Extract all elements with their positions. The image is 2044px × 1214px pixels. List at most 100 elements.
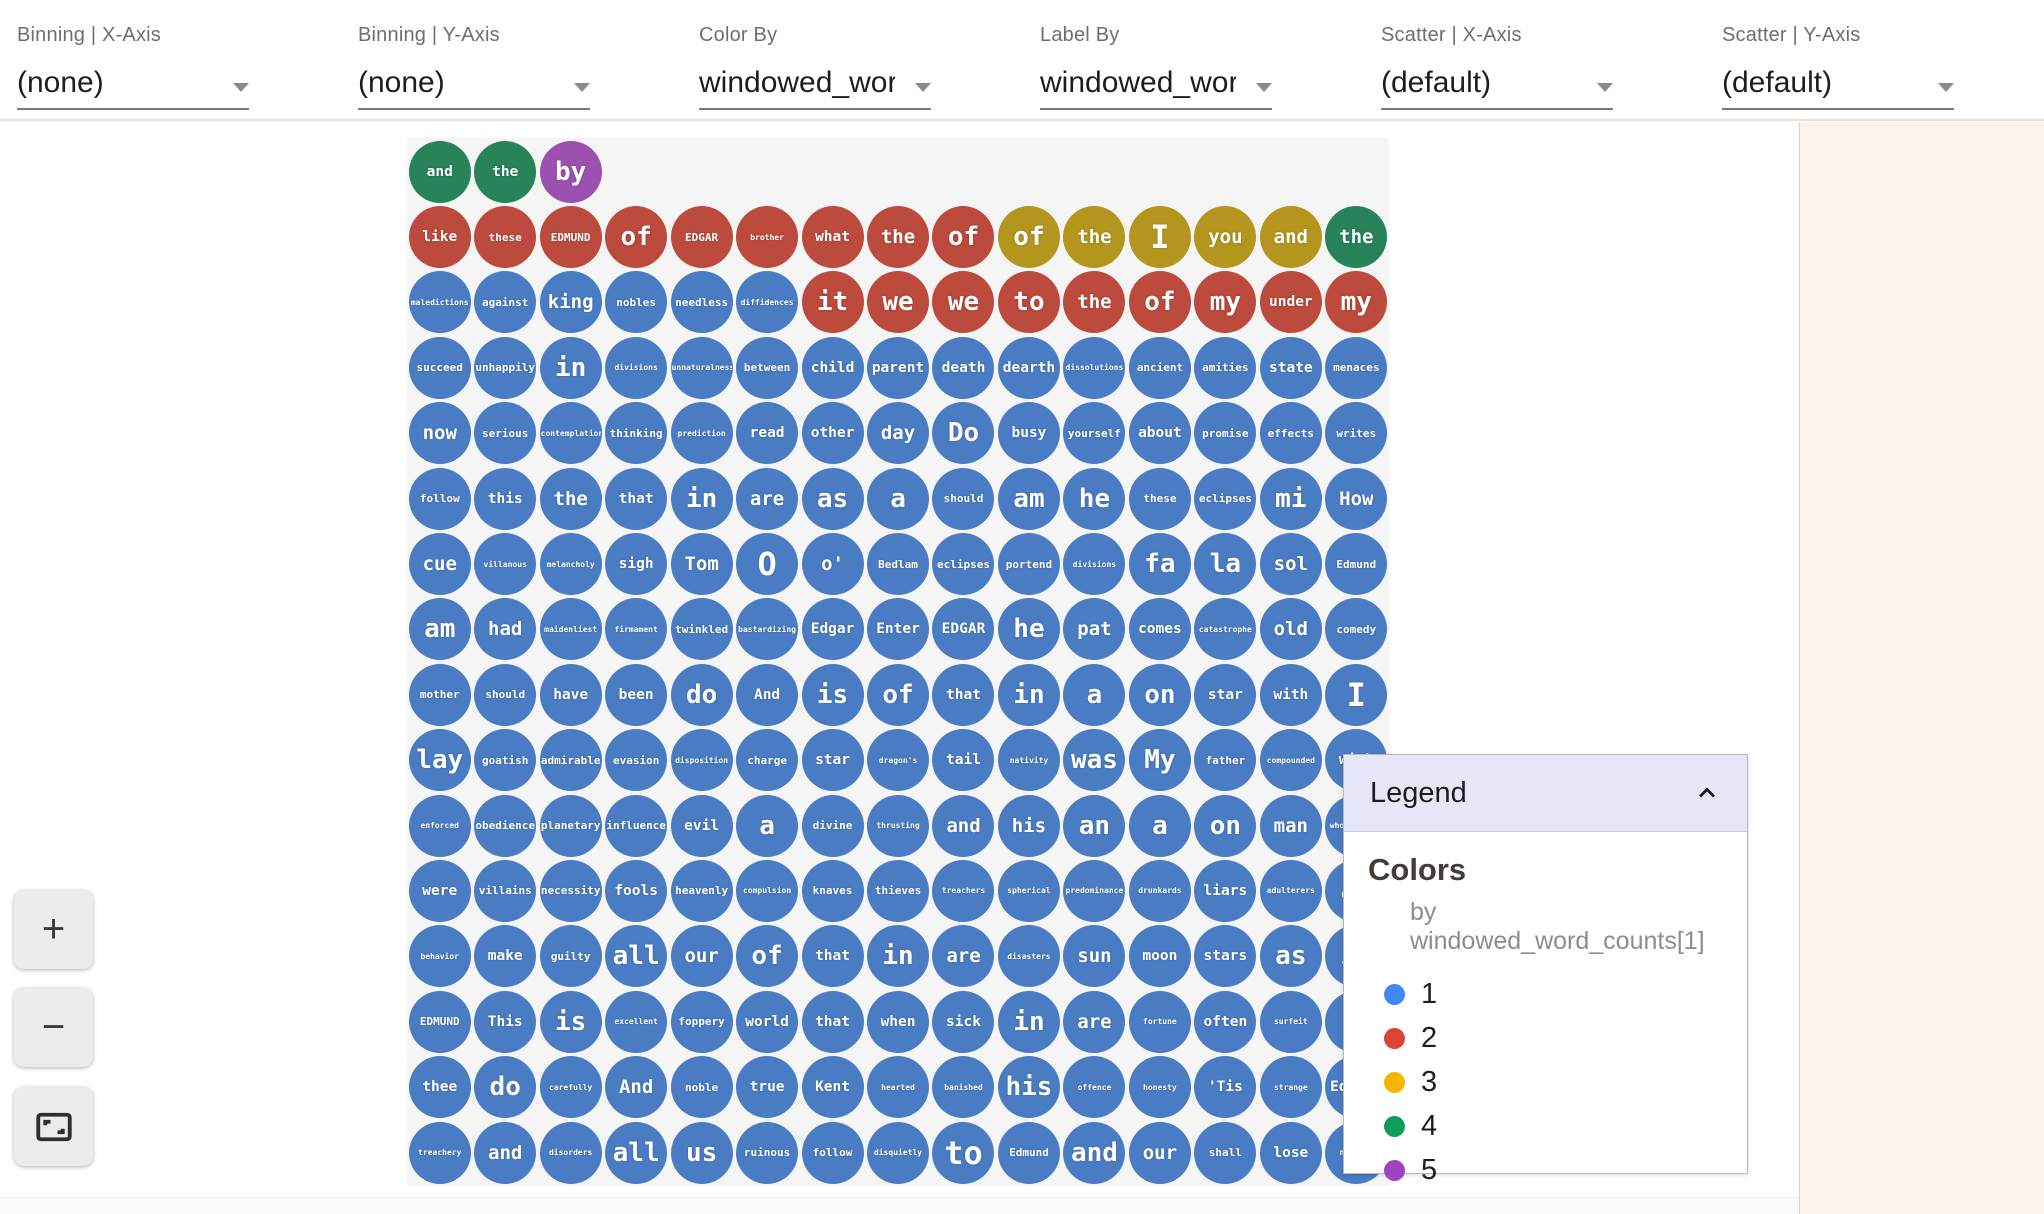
word-bubble[interactable]: maledictions [408, 271, 471, 334]
word-bubble[interactable]: lose [1259, 1121, 1322, 1184]
word-bubble[interactable]: he [997, 598, 1060, 661]
binning-x-axis-dropdown[interactable]: Binning | X-Axis (none) [17, 24, 249, 110]
word-bubble[interactable]: on [1194, 794, 1257, 857]
word-bubble[interactable]: you [1194, 206, 1257, 269]
word-bubble[interactable]: admirable [539, 729, 602, 792]
word-bubble[interactable]: O [736, 533, 799, 596]
word-bubble[interactable]: liars [1194, 859, 1257, 922]
word-bubble[interactable]: maidenliest [539, 598, 602, 661]
word-bubble[interactable]: of [1128, 271, 1191, 334]
word-bubble[interactable]: brother [736, 206, 799, 269]
word-bubble[interactable]: stars [1194, 925, 1257, 988]
word-bubble[interactable]: Tom [670, 533, 733, 596]
word-bubble[interactable]: Edgar [801, 598, 864, 661]
word-bubble[interactable]: How [1325, 467, 1388, 530]
word-bubble[interactable]: should [474, 663, 537, 726]
word-bubble[interactable]: is [539, 990, 602, 1053]
word-bubble[interactable]: thrusting [867, 794, 930, 857]
word-bubble[interactable]: that [605, 467, 668, 530]
word-bubble[interactable]: had [474, 598, 537, 661]
word-bubble[interactable]: an [1063, 794, 1126, 857]
word-bubble[interactable]: behavior [408, 925, 471, 988]
word-bubble[interactable]: pat [1063, 598, 1126, 661]
word-bubble[interactable]: EDGAR [932, 598, 995, 661]
word-bubble[interactable]: of [605, 206, 668, 269]
word-bubble[interactable]: a [1128, 794, 1191, 857]
word-bubble[interactable]: lay [408, 729, 471, 792]
word-bubble[interactable]: divine [801, 794, 864, 857]
word-bubble[interactable]: eclipses [932, 533, 995, 596]
word-bubble[interactable]: unhappily [474, 336, 537, 399]
word-bubble[interactable]: we [932, 271, 995, 334]
word-bubble[interactable]: it [801, 271, 864, 334]
word-bubble[interactable]: offence [1063, 1056, 1126, 1119]
word-bubble[interactable]: foppery [670, 990, 733, 1053]
word-bubble[interactable]: disquietly [867, 1121, 930, 1184]
word-bubble[interactable]: compulsion [736, 859, 799, 922]
scatter-y-axis-dropdown[interactable]: Scatter | Y-Axis (default) [1722, 24, 1954, 110]
word-bubble[interactable]: true [736, 1056, 799, 1119]
word-bubble[interactable]: bastardizing [736, 598, 799, 661]
word-bubble[interactable]: to [997, 271, 1060, 334]
word-bubble[interactable]: contemplation [539, 402, 602, 465]
word-bubble[interactable]: diffidences [736, 271, 799, 334]
word-bubble[interactable]: hearted [867, 1056, 930, 1119]
word-bubble[interactable]: portend [997, 533, 1060, 596]
word-bubble[interactable]: Enter [867, 598, 930, 661]
word-bubble[interactable]: with [1259, 663, 1322, 726]
word-bubble[interactable]: the [539, 467, 602, 530]
word-bubble[interactable]: twinkled [670, 598, 733, 661]
word-bubble[interactable]: in [867, 925, 930, 988]
binning-y-axis-dropdown[interactable]: Binning | Y-Axis (none) [358, 24, 590, 110]
word-bubble[interactable]: us [670, 1121, 733, 1184]
word-bubble[interactable]: old [1259, 598, 1322, 661]
word-bubble[interactable]: fa [1128, 533, 1191, 596]
word-bubble[interactable]: the [474, 140, 537, 203]
word-bubble[interactable]: I [1128, 206, 1191, 269]
word-bubble[interactable]: I [1325, 663, 1388, 726]
word-bubble[interactable]: fortune [1128, 990, 1191, 1053]
word-bubble[interactable]: do [670, 663, 733, 726]
word-bubble[interactable]: of [867, 663, 930, 726]
word-bubble[interactable]: treachery [408, 1121, 471, 1184]
word-bubble[interactable]: about [1128, 402, 1191, 465]
word-bubble[interactable]: firmament [605, 598, 668, 661]
word-bubble[interactable]: day [867, 402, 930, 465]
word-bubble[interactable]: influence [605, 794, 668, 857]
word-bubble[interactable]: tail [932, 729, 995, 792]
word-bubble[interactable]: my [1325, 271, 1388, 334]
word-bubble[interactable]: divisions [605, 336, 668, 399]
word-bubble[interactable]: a [867, 467, 930, 530]
word-bubble[interactable]: am [997, 467, 1060, 530]
word-bubble[interactable]: that [932, 663, 995, 726]
word-bubble[interactable]: a [1063, 663, 1126, 726]
word-bubble[interactable]: in [670, 467, 733, 530]
word-bubble[interactable]: am [408, 598, 471, 661]
word-bubble[interactable]: all [605, 1121, 668, 1184]
word-bubble[interactable]: knaves [801, 859, 864, 922]
word-bubble[interactable]: Do [932, 402, 995, 465]
zoom-in-button[interactable]: + [14, 890, 93, 969]
word-bubble[interactable]: his [997, 794, 1060, 857]
word-bubble[interactable]: as [1259, 925, 1322, 988]
word-bubble[interactable]: should [932, 467, 995, 530]
word-bubble[interactable]: comedy [1325, 598, 1388, 661]
word-bubble[interactable]: the [1325, 206, 1388, 269]
word-bubble[interactable]: busy [997, 402, 1060, 465]
word-bubble[interactable]: disposition [670, 729, 733, 792]
word-bubble[interactable]: his [997, 1056, 1060, 1119]
word-bubble[interactable]: carefully [539, 1056, 602, 1119]
word-bubble[interactable]: spherical [997, 859, 1060, 922]
word-bubble[interactable]: surfeit [1259, 990, 1322, 1053]
word-bubble[interactable]: heavenly [670, 859, 733, 922]
word-bubble[interactable]: the [867, 206, 930, 269]
word-bubble[interactable]: now [408, 402, 471, 465]
word-bubble[interactable]: Bedlam [867, 533, 930, 596]
word-bubble[interactable]: dissolutions [1063, 336, 1126, 399]
scatter-x-axis-dropdown[interactable]: Scatter | X-Axis (default) [1381, 24, 1613, 110]
word-bubble[interactable]: needless [670, 271, 733, 334]
word-bubble[interactable]: menaces [1325, 336, 1388, 399]
word-bubble[interactable]: moon [1128, 925, 1191, 988]
word-bubble[interactable]: in [997, 990, 1060, 1053]
word-bubble[interactable]: father [1194, 729, 1257, 792]
